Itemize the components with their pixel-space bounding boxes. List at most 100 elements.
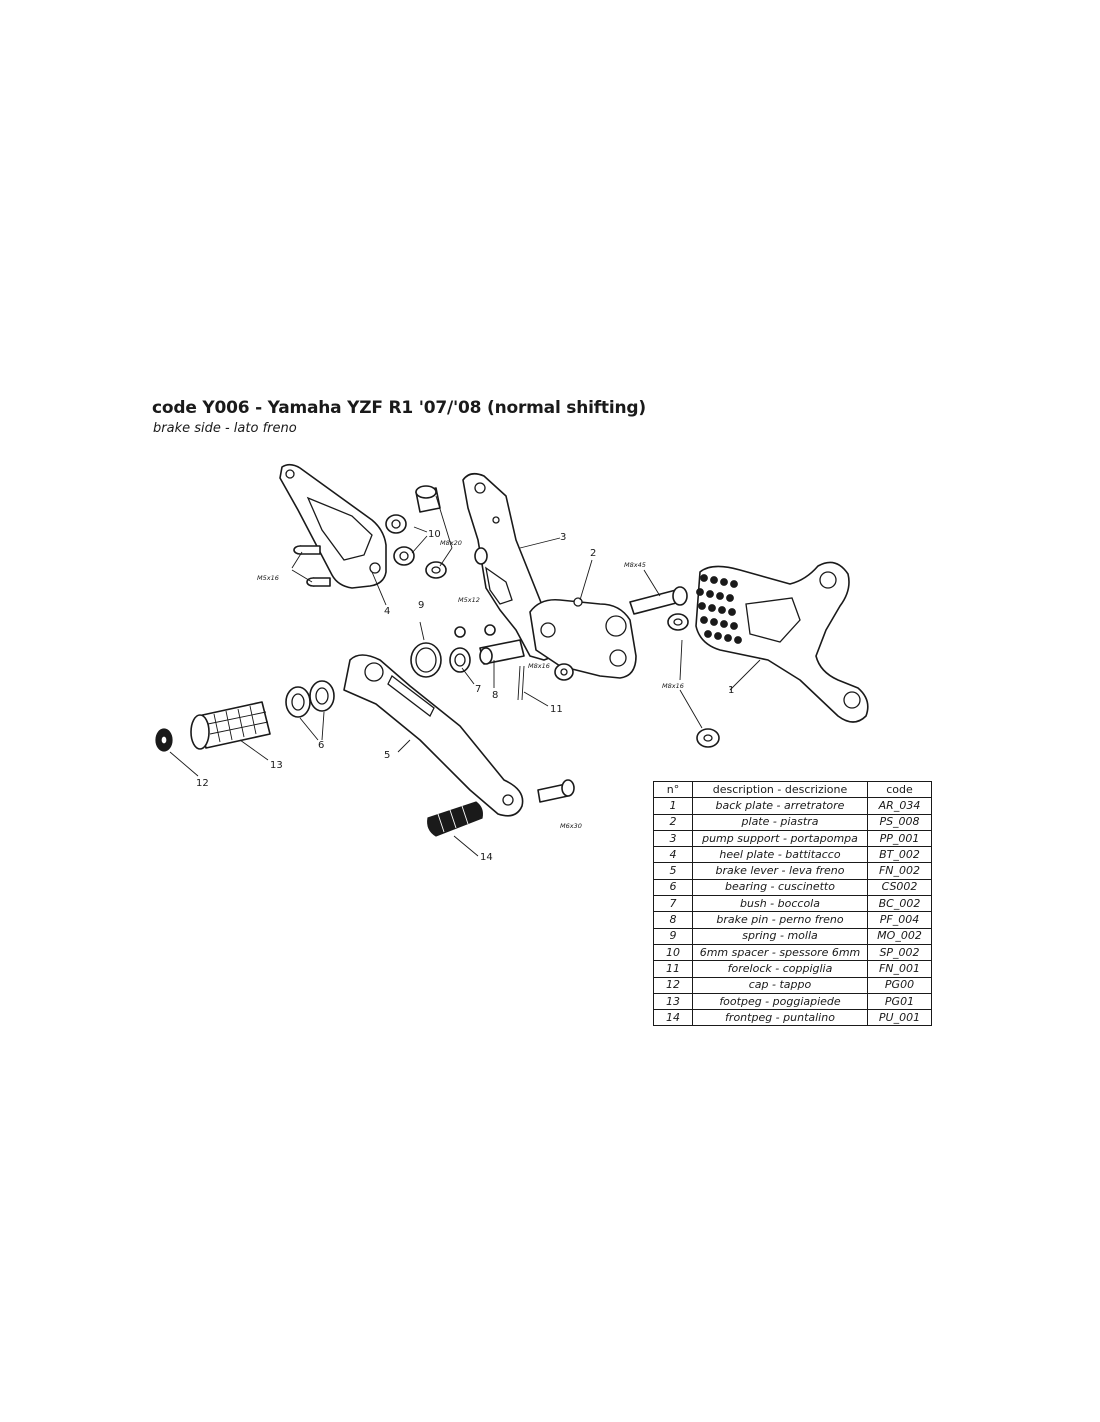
footpeg-part [190,701,271,750]
back-plate-dot-grid [696,574,742,644]
cap-part [155,728,173,752]
cell-code: FN_001 [867,960,932,978]
plate-dot [734,636,742,644]
plate-dot [698,602,706,610]
callout-11: 11 [550,704,563,715]
plate-dot [710,576,718,584]
m8x16-bolt-right-upper [667,613,689,631]
plate-dot [700,616,708,624]
spacer-part [385,514,415,566]
spec-m8x16-middle: M8x16 [528,662,550,670]
callout-14: 14 [480,852,493,863]
m8x20-bolt-lower [425,561,447,579]
diagram-title: code Y006 - Yamaha YZF R1 '07/'08 (norma… [152,398,646,418]
callout-13: 13 [270,760,283,771]
cell-description: 6mm spacer - spessore 6mm [692,943,868,962]
spec-m5x12: M5x12 [458,596,480,604]
plate-part [529,597,637,679]
bolt-spec-labels: M5x16 M8x20 M5x12 M8x45 M8x16 M8x16 M6x3… [257,539,684,830]
cell-code: MO_002 [867,927,932,945]
cell-code: CS002 [867,878,932,897]
cell-description: pump support - portapompa [692,829,868,848]
cell-code: BT_002 [867,846,932,864]
m8x16-bolt-right-lower [696,728,720,748]
m6x30-bolt [537,779,575,803]
cell-code: AR_034 [867,797,932,815]
cell-code: PS_008 [867,813,932,831]
callout-12: 12 [196,778,209,789]
cell-number: 7 [653,895,693,913]
plate-dot [696,588,704,596]
callout-7: 7 [475,684,481,695]
cell-description: spring - molla [692,927,868,945]
plate-dot [710,618,718,626]
cell-number: 10 [653,943,693,962]
m8x45-bolt [629,586,688,615]
cell-number: 4 [653,846,693,864]
plate-dot [724,634,732,642]
plate-dot [716,592,724,600]
cell-code: FN_002 [867,862,932,880]
callout-5: 5 [384,750,390,761]
cell-number: 8 [653,911,693,929]
plate-dot [708,604,716,612]
cell-code: PG01 [867,992,932,1011]
plate-dot [728,608,736,616]
cell-number: 11 [653,960,693,978]
m8x20-bolt-upper [415,485,441,513]
plate-dot [720,578,728,586]
spec-m8x45: M8x45 [624,561,646,569]
callout-4: 4 [384,606,390,617]
cell-number: 2 [653,813,693,831]
callout-9: 9 [418,600,424,611]
cell-description: plate - piastra [692,813,868,831]
plate-dot [700,574,708,582]
cell-description: bush - boccola [692,895,868,913]
callout-2: 2 [590,548,596,559]
header-description: description - descrizione [692,780,868,799]
m8x16-bolt-middle [554,663,574,681]
cell-description: cap - tappo [692,976,868,994]
m5x12-screw [454,624,496,638]
cell-code: PU_001 [867,1009,932,1027]
cell-number: 6 [653,878,693,897]
cell-description: frontpeg - puntalino [692,1009,868,1027]
back-plate-part [695,561,869,723]
cell-description: back plate - arretratore [692,797,868,815]
spec-m8x16-right: M8x16 [662,682,684,690]
plate-dot [714,632,722,640]
leader-lines [169,495,761,857]
spring-part [410,642,442,678]
callout-10: 10 [428,529,441,540]
cell-number: 13 [653,992,693,1011]
plate-dot [718,606,726,614]
brake-lever-part [343,654,524,817]
plate-dot [730,580,738,588]
cell-number: 5 [653,862,693,880]
plate-dot [704,630,712,638]
cell-code: SP_002 [867,943,932,962]
spec-m6x30: M6x30 [560,822,582,830]
callout-1: 1 [728,685,734,696]
cell-code: PG00 [867,976,932,994]
cell-number: 1 [653,797,693,815]
plate-dot [720,620,728,628]
cell-number: 12 [653,976,693,994]
m5x16-screw-upper [293,545,321,555]
spec-m8x20: M8x20 [440,539,462,547]
cell-code: BC_002 [867,895,932,913]
cell-code: PP_001 [867,829,932,848]
cell-description: footpeg - poggiapiede [692,992,868,1011]
plate-dot [726,594,734,602]
cell-description: forelock - coppiglia [692,960,868,978]
cell-number: 9 [653,927,693,945]
